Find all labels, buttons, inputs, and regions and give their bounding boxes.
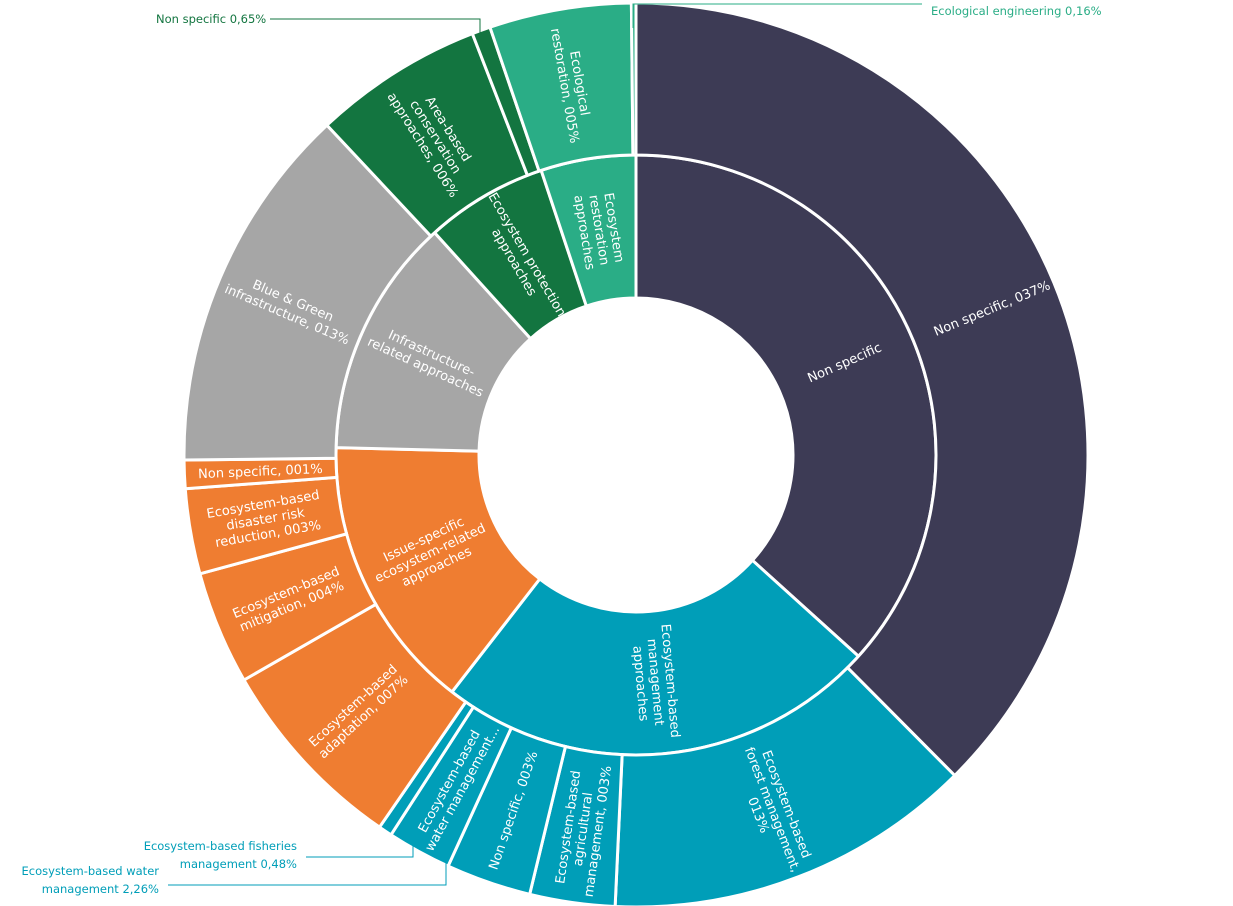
leader-non-specific-065	[270, 18, 481, 37]
label-water-line2: management 2,26%	[42, 882, 159, 896]
label-fisheries-line1: Ecosystem-based fisheries	[144, 839, 297, 853]
external-labels: Non specific 0,65% Ecological engineerin…	[22, 3, 1102, 896]
leader-water	[168, 858, 447, 886]
label-non-specific-065: Non specific 0,65%	[156, 12, 266, 26]
segment-o_forest	[613, 665, 957, 906]
label-ecological-engineering: Ecological engineering 0,16%	[931, 4, 1102, 18]
label-o_ins: Non specific, 001%	[198, 462, 323, 482]
outer-ring	[182, 1, 1090, 906]
label-water-line1: Ecosystem-based water	[22, 864, 160, 878]
inner-ring	[334, 153, 938, 757]
label-fisheries-line2: management 0,48%	[180, 857, 297, 871]
leader-ecological-engineering	[632, 3, 922, 28]
segment-o_eng	[629, 1, 638, 157]
leader-fisheries	[306, 846, 414, 858]
segment-o_ns	[634, 1, 1090, 778]
